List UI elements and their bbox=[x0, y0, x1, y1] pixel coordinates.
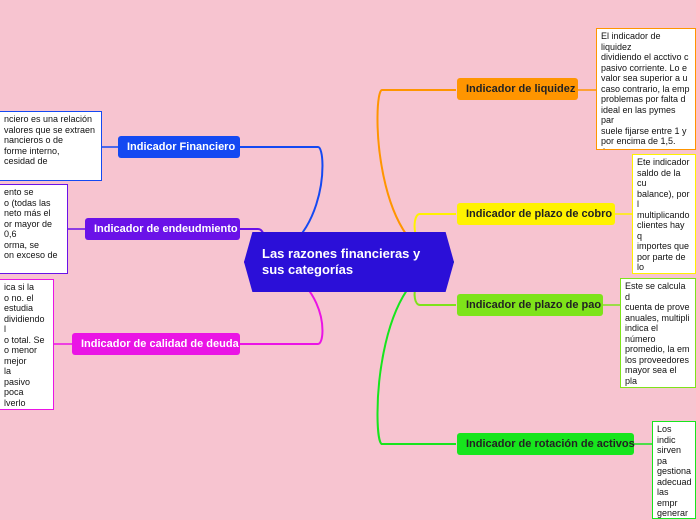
note-endeudamiento: ento se o (todas las neto más el or mayo… bbox=[0, 184, 68, 274]
note-financiero: nciero es una relación valores que se ex… bbox=[0, 111, 102, 181]
central-topic-title: Las razones financieras y sus categorías bbox=[262, 246, 421, 277]
topic-liquidez[interactable]: Indicador de liquidez bbox=[457, 78, 578, 100]
topic-plazo-cobro[interactable]: Indicador de plazo de cobro bbox=[457, 203, 615, 225]
topic-endeudamiento[interactable]: Indicador de endeudmiento bbox=[85, 218, 240, 240]
topic-financiero-label: Indicador Financiero bbox=[127, 141, 236, 153]
note-liquidez: El indicador de liquidez dividiendo el a… bbox=[596, 28, 696, 150]
note-rotacion: Los indic sirven pa gestiona adecuad las… bbox=[652, 421, 696, 519]
note-plazo-pago: Este se calcula d cuenta de prove anuale… bbox=[620, 278, 696, 388]
topic-financiero[interactable]: Indicador Financiero bbox=[118, 136, 240, 158]
topic-calidad-deuda[interactable]: Indicador de calidad de deuda bbox=[72, 333, 240, 355]
central-topic[interactable]: Las razones financieras y sus categorías bbox=[244, 232, 454, 292]
topic-calidad-label: Indicador de calidad de deuda bbox=[81, 338, 239, 350]
topic-endeudamiento-label: Indicador de endeudmiento bbox=[94, 223, 238, 235]
topic-liquidez-label: Indicador de liquidez bbox=[466, 83, 576, 95]
topic-plazo-pago-label: Indicador de plazo de pao bbox=[466, 299, 602, 311]
topic-rotacion-label: Indicador de rotación de activos bbox=[466, 438, 635, 450]
topic-plazo-cobro-label: Indicador de plazo de cobro bbox=[466, 208, 613, 220]
topic-rotacion-activos[interactable]: Indicador de rotación de activos bbox=[457, 433, 635, 455]
note-plazo-cobro: Ete indicador saldo de la cu balance), p… bbox=[632, 154, 696, 274]
topic-plazo-pago[interactable]: Indicador de plazo de pao bbox=[457, 294, 603, 316]
note-calidad: ica si la o no. el estudia dividiendo l … bbox=[0, 279, 54, 410]
